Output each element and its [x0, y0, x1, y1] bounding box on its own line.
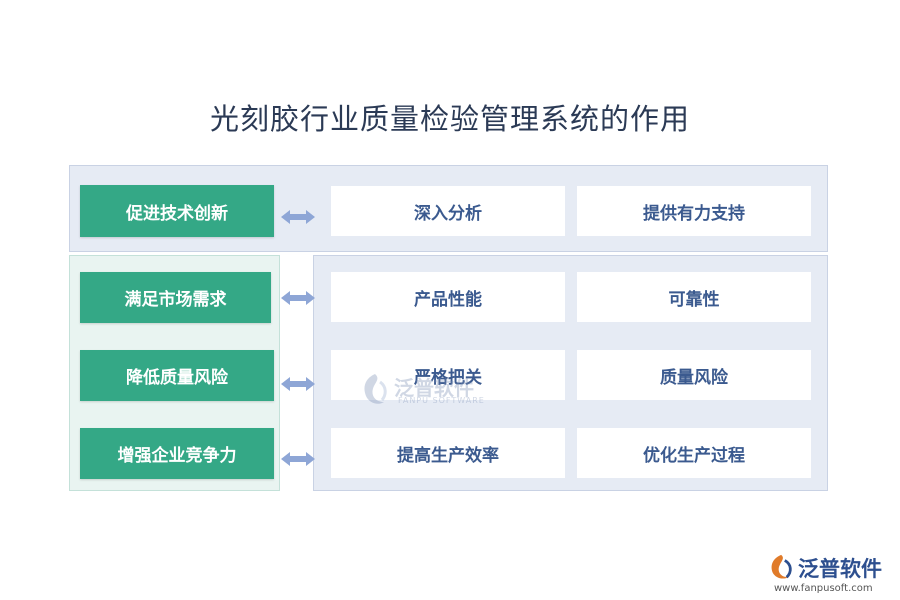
effect-box-analysis: 深入分析 — [331, 186, 565, 236]
category-box-market: 满足市场需求 — [80, 272, 271, 323]
effect-box-performance: 产品性能 — [331, 272, 565, 322]
fanpu-logo-icon — [771, 554, 792, 579]
category-box-risk: 降低质量风险 — [80, 350, 274, 401]
effect-box-efficiency: 提高生产效率 — [331, 428, 565, 478]
category-box-competitiveness: 增强企业竞争力 — [80, 428, 274, 479]
effect-box-reliability: 可靠性 — [577, 272, 811, 322]
effect-box-quality-risk: 质量风险 — [577, 350, 811, 400]
page-title: 光刻胶行业质量检验管理系统的作用 — [209, 102, 690, 136]
effect-box-support: 提供有力支持 — [577, 186, 811, 236]
double-arrow-icon — [281, 377, 315, 391]
logo-url: www.fanpusoft.com — [774, 583, 873, 594]
double-arrow-icon — [281, 452, 315, 466]
effect-box-process: 优化生产过程 — [577, 428, 811, 478]
effect-box-strict-control: 严格把关 — [331, 350, 565, 400]
double-arrow-icon — [281, 291, 315, 305]
category-box-innovation: 促进技术创新 — [80, 185, 274, 237]
logo-text: 泛普软件 — [798, 557, 882, 581]
brand-logo: 泛普软件 www.fanpusoft.com — [768, 553, 893, 597]
double-arrow-icon — [281, 210, 315, 224]
